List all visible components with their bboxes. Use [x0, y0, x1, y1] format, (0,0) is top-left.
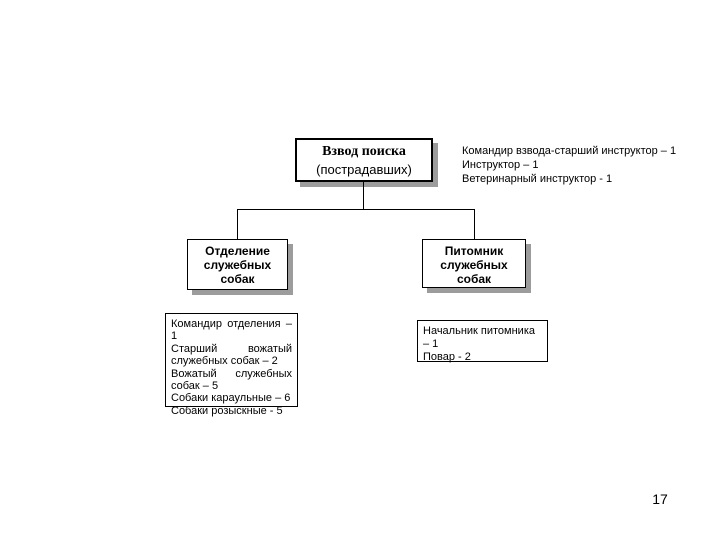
kennel-staff-item: Начальник питомника – 1: [423, 325, 535, 350]
platoon-staff-line: Инструктор – 1: [462, 159, 539, 171]
platoon-staff-note: Командир взвода-старший инструктор – 1 И…: [462, 144, 702, 186]
connector-top-vertical: [363, 182, 364, 209]
department-label-line: собак: [220, 272, 255, 286]
kennel-staff-box: Начальник питомника – 1 Повар - 2: [417, 320, 548, 363]
connector-right-vertical: [474, 209, 475, 239]
connector-left-vertical: [237, 209, 238, 239]
platoon-title: Взвод поиска: [322, 144, 406, 159]
department-staff-item: Старший вожатый служебных собак – 2: [171, 342, 292, 368]
page-number: 17: [652, 491, 668, 507]
kennel-label-line: собак: [456, 272, 492, 286]
org-box-department: Отделение служебных собак: [187, 239, 288, 290]
department-label-line: Отделение: [205, 244, 270, 258]
platoon-staff-line: Ветеринарный инструктор - 1: [462, 173, 613, 185]
kennel-staff-item: Повар - 2: [423, 350, 471, 363]
kennel-label-line: Питомник: [444, 244, 504, 258]
org-box-kennel: Питомник служебных собак: [422, 239, 526, 288]
department-staff-item: Собаки розыскные - 5: [171, 404, 283, 417]
connector-horizontal: [237, 209, 475, 210]
department-staff-box: Командир отделения – 1 Старший вожатый с…: [165, 313, 298, 417]
platoon-subtitle: (пострадавших): [316, 162, 412, 177]
kennel-label-line: служебных: [440, 258, 508, 272]
department-label-line: служебных: [203, 258, 272, 272]
department-staff-item: Собаки караульные – 6: [171, 392, 291, 405]
org-box-platoon: Взвод поиска (пострадавших): [295, 138, 433, 182]
department-staff-item: Командир отделения – 1: [171, 318, 292, 343]
department-staff-item: Вожатый служебных собак – 5: [171, 367, 292, 393]
platoon-staff-line: Командир взвода-старший инструктор – 1: [462, 145, 677, 157]
